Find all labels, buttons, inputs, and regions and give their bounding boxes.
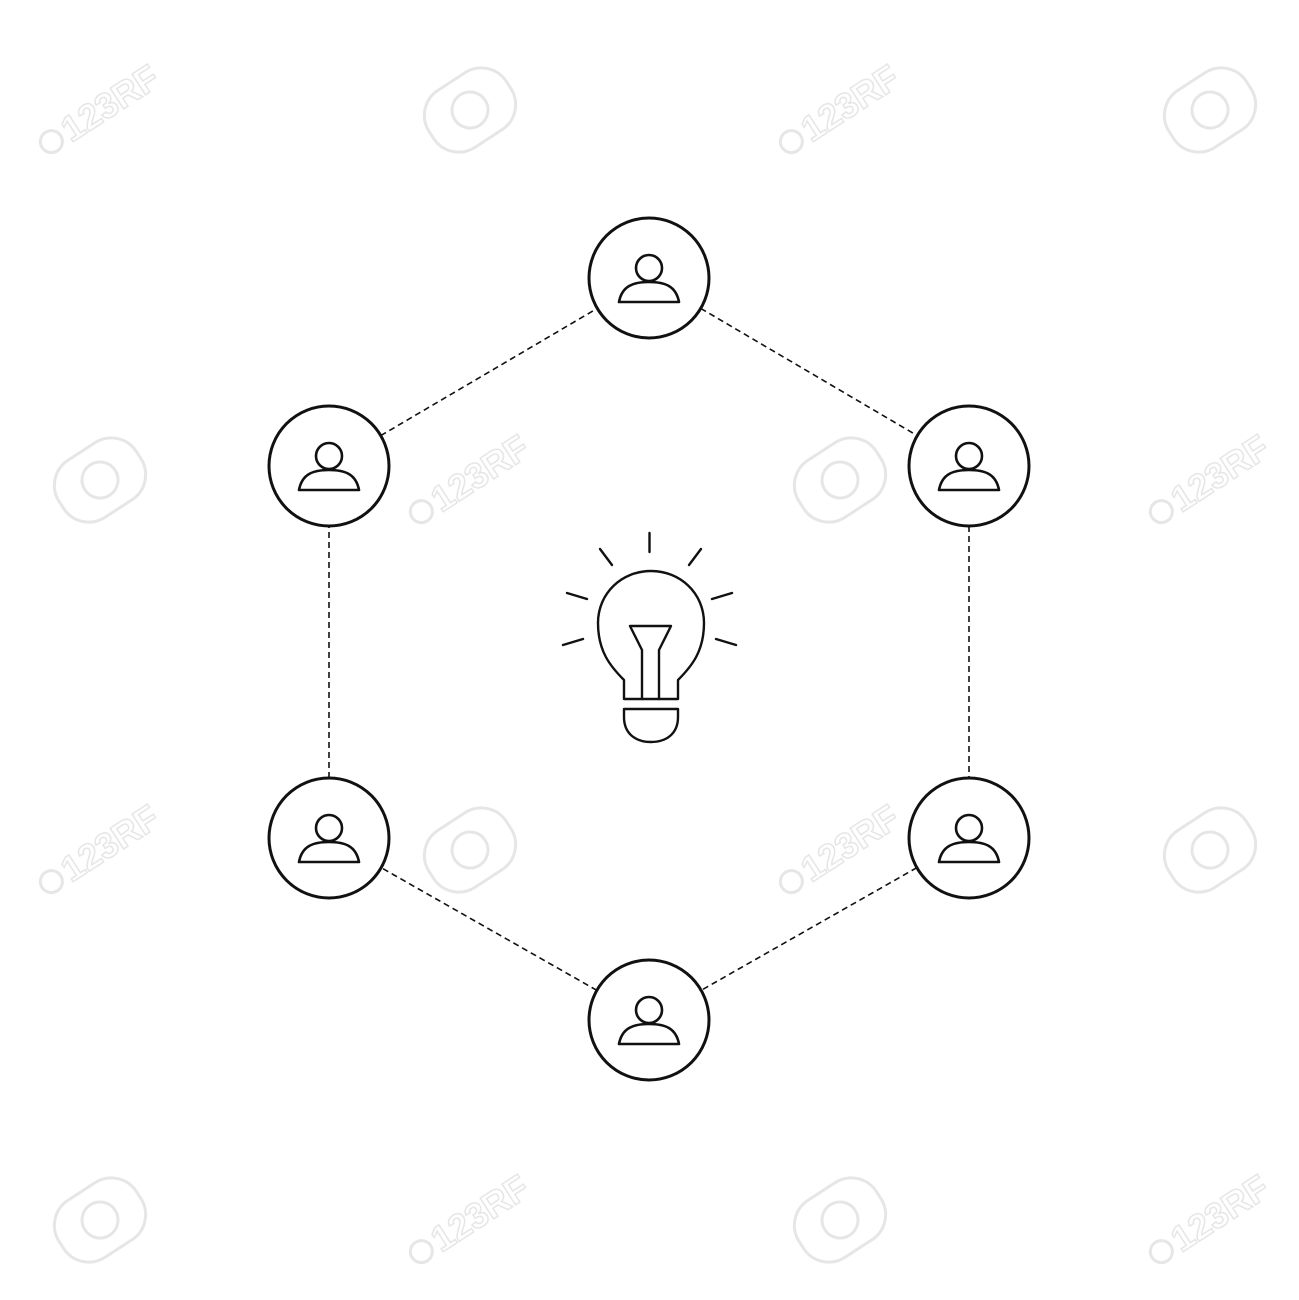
watermark-mark: 123RF (1148, 1166, 1277, 1265)
lightbulb-icon (561, 531, 738, 744)
user-icon (297, 441, 361, 492)
node-lower-right (907, 776, 1031, 900)
bulb-ray (687, 547, 703, 567)
bulb-ray (565, 591, 589, 601)
node-bottom (587, 958, 711, 1082)
watermark-ring (792, 436, 888, 524)
user-icon (617, 253, 681, 304)
watermark-mark: 123RF (1148, 426, 1277, 525)
watermark-text: 123RF (1163, 426, 1276, 519)
user-body (297, 468, 361, 492)
edge-lower-right-to-bottom (700, 866, 918, 992)
watermark-ring (422, 66, 518, 154)
watermark-ring (1162, 66, 1258, 154)
node-upper-right (907, 404, 1031, 528)
watermark-text: 123RF (423, 426, 536, 519)
user-body (937, 468, 1001, 492)
watermark-text: 123RF (793, 796, 906, 889)
node-circle (267, 776, 391, 900)
watermark-mark: 123RF (408, 1166, 537, 1265)
node-circle (587, 958, 711, 1082)
user-body (617, 280, 681, 304)
edge-upper-left-to-top (380, 307, 598, 437)
node-layer (267, 216, 1031, 1082)
edge-bottom-to-lower-left (380, 866, 598, 992)
edge-layer (328, 307, 970, 992)
watermark-text: 123RF (423, 1166, 536, 1259)
watermark-mark: 123RF (38, 796, 167, 895)
watermark-text: 123RF (53, 796, 166, 889)
user-icon (937, 441, 1001, 492)
watermark-ring (422, 806, 518, 894)
watermark-text: 123RF (1163, 1166, 1276, 1259)
watermark-mark: 123RF (408, 426, 537, 525)
watermark-mark: 123RF (778, 796, 907, 895)
watermark-ring (792, 1176, 888, 1264)
bulb-ray (561, 637, 585, 647)
watermark-mark: 123RF (38, 56, 167, 155)
node-upper-left (267, 404, 391, 528)
bulb-ray (714, 637, 738, 647)
node-circle (907, 776, 1031, 900)
watermark-text: 123RF (793, 56, 906, 149)
bulb-ray (598, 547, 614, 567)
bulb-ray (710, 591, 734, 601)
node-lower-left (267, 776, 391, 900)
watermark-text: 123RF (53, 56, 166, 149)
user-icon (617, 995, 681, 1046)
watermark-ring (52, 436, 148, 524)
user-body (297, 840, 361, 864)
bulb-filament (628, 624, 673, 701)
user-icon (937, 813, 1001, 864)
user-body (937, 840, 1001, 864)
watermark-ring (52, 1176, 148, 1264)
node-top (587, 216, 711, 340)
node-circle (907, 404, 1031, 528)
watermark-mark: 123RF (778, 56, 907, 155)
watermark-ring (1162, 806, 1258, 894)
node-circle (587, 216, 711, 340)
bulb-base (622, 707, 680, 744)
edge-top-to-upper-right (700, 307, 918, 437)
node-circle (267, 404, 391, 528)
user-body (617, 1022, 681, 1046)
user-icon (297, 813, 361, 864)
bulb-glass (596, 569, 706, 701)
